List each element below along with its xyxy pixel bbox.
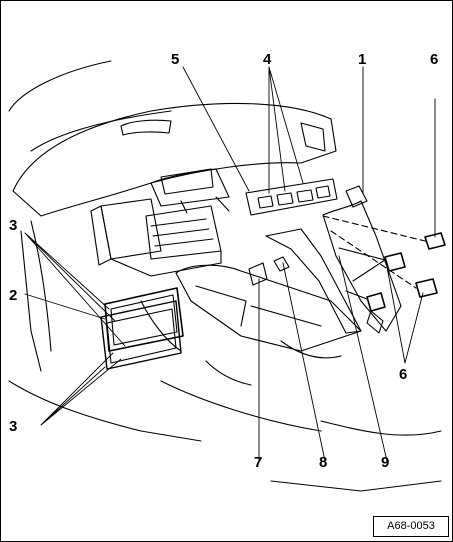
reference-code: A68-0053	[373, 516, 449, 537]
frame-and-seals	[100, 287, 184, 370]
center-stack	[90, 198, 222, 277]
callout-5: 5	[171, 51, 179, 68]
callout-1: 1	[358, 51, 366, 68]
callout-4: 4	[263, 51, 272, 68]
callout-3-lower: 3	[9, 418, 17, 435]
dashboard-outline	[12, 102, 337, 217]
side-trim-panel	[265, 185, 402, 334]
callout-6-upper: 6	[430, 51, 438, 68]
center-console-tunnel	[140, 264, 362, 432]
vent-trim-panel	[245, 178, 338, 216]
body-outline	[8, 60, 442, 492]
callout-9: 9	[381, 454, 389, 471]
callout-2: 2	[9, 287, 17, 304]
callout-8: 8	[319, 454, 327, 471]
screws	[322, 215, 446, 312]
clip-and-nut	[248, 256, 290, 286]
callout-3-upper: 3	[9, 217, 17, 234]
leader-lines	[24, 66, 436, 462]
callout-labels: 5 4 1 6 3 2 3 6 7 8 9	[9, 51, 438, 471]
callout-7: 7	[254, 454, 262, 471]
callout-6-lower: 6	[399, 366, 407, 383]
